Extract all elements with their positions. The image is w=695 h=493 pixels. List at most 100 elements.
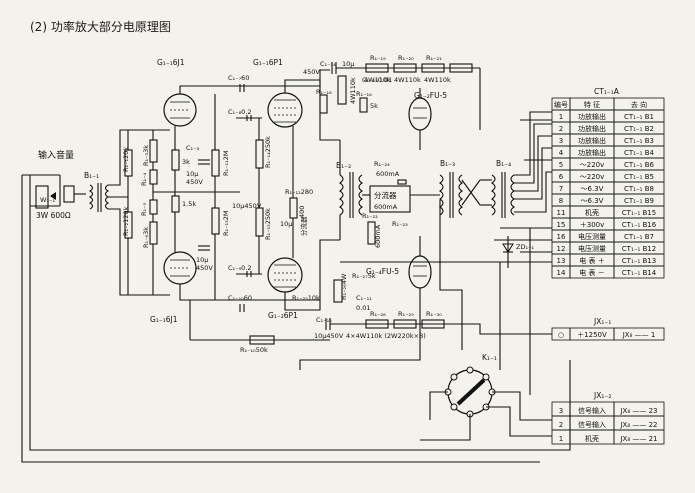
resistor-r1-30 <box>421 319 445 329</box>
table-cell-text: 2 <box>559 421 563 429</box>
input-transformer <box>88 183 110 212</box>
resistor-r1-22-top <box>449 63 473 73</box>
r-10u-label: 10μ <box>280 220 292 228</box>
r-280-label: R₁₋₁₂280 <box>285 188 313 196</box>
wires-to-ct-table <box>340 111 552 263</box>
r17-label: 3k <box>182 158 190 166</box>
r-2m-bottom-label: R₁₋₁₃2M <box>222 210 230 236</box>
table-cell-text: 电压测量 <box>578 244 606 253</box>
c13-label: C₁₋₃ <box>186 144 200 152</box>
table-cell <box>613 265 665 279</box>
table-cell-text: ～220v <box>580 173 605 181</box>
r124-label: R₁₋₂₄ <box>374 160 390 168</box>
r130-label: R₁₋₃₀ <box>426 310 442 318</box>
table-header-text: 特 征 <box>584 100 600 109</box>
table-cell-text: CT₁₋₁ B15 <box>622 209 656 217</box>
c111-value: 0.01 <box>356 304 370 312</box>
wire-plate-top <box>284 79 340 141</box>
r119-label: R₁₋₁₉ <box>370 54 386 62</box>
table-cell-text: CT₁₋₁ B8 <box>624 185 654 193</box>
wire-to-switch-b <box>439 200 463 350</box>
resistor-r1-21 <box>421 63 445 73</box>
r-4w-label: R₁₋₂₆4W <box>340 273 348 300</box>
resistor-r1-3 <box>149 139 158 163</box>
c115-label: C₁₋₁₅0.01 <box>362 76 392 84</box>
table-cell-text: 3 <box>559 407 563 415</box>
resistor-r1-16 <box>359 97 368 113</box>
r118-label: R₁₋₁₈ <box>316 88 332 96</box>
c-10u450-label: 10μ450V <box>232 202 262 210</box>
table-cell-text: CT₁₋₁ B7 <box>624 233 654 241</box>
table-cell-text: CT₁₋₁ B2 <box>624 125 654 133</box>
tube-g14-label: G₁₋₂6P1 <box>268 311 298 320</box>
r150k-label: R₁₋₁₀50k <box>240 346 268 354</box>
tube-6p1-top <box>267 92 303 128</box>
r123-label: R₁₋₂₃ <box>392 220 408 228</box>
c-bottom-voltage: 450V <box>196 264 213 272</box>
table-cell-text: 7 <box>559 185 563 193</box>
r116-label: R₁₋₁₆ <box>356 90 372 98</box>
bottom-chain-label: 4×4W110k (2W220k×8) <box>346 332 426 340</box>
r116-value: 5k <box>370 102 378 110</box>
table-cell-text: CT₁₋₁ B3 <box>624 137 654 145</box>
r-4w110k-3: 4W110k <box>424 76 451 84</box>
resistor-r1-28 <box>365 319 389 329</box>
table-cell-text: CT₁₋₁ B5 <box>624 173 654 181</box>
tube-g13-label: G₁₋₁6P1 <box>253 58 283 67</box>
table-cell-text: JX₈ —— 22 <box>619 421 657 429</box>
resistor-r1-22 <box>367 221 376 245</box>
resistor-r1-29 <box>393 319 417 329</box>
resistor-r1-19 <box>365 63 389 73</box>
r128-label: R₁₋₂₈ <box>370 310 386 318</box>
b12-label: B₁₋₂ <box>336 161 351 170</box>
resistor-4w <box>333 279 343 303</box>
table-cell-text: CT₁₋₁ B9 <box>624 197 654 205</box>
table-cell-text: 1 <box>559 435 563 443</box>
table-cell <box>613 327 665 341</box>
jx11-connector-table: ○ ＋1250V JX₈ —— 1 <box>551 327 665 341</box>
table-cell-text: CT₁₋₁ B13 <box>622 257 656 265</box>
r-600ma-label: 600mA <box>376 170 400 178</box>
input-resistor <box>63 185 75 203</box>
resistor-250k-top <box>255 139 264 169</box>
table-cell-text: JX₈ —— 1 <box>622 331 656 339</box>
table-cell-text: CT₁₋₁ B6 <box>624 161 654 169</box>
tube-6j1-bottom <box>163 251 197 285</box>
c111-label: C₁₋₁₁ <box>356 294 372 302</box>
r-4w110k-top: 4W110k <box>349 77 357 104</box>
jx12-label: JX₁₋₂ <box>593 391 611 400</box>
r-600ma3-label: 600mA <box>374 224 382 248</box>
resistor-250k-bottom <box>255 207 264 237</box>
divider-label-1: 分流器 <box>299 216 308 236</box>
table-cell-text: 11 <box>557 209 566 217</box>
table-cell-text: ○ <box>558 331 564 339</box>
table-cell-text: CT₁₋₁ B4 <box>624 149 654 157</box>
tube-g12-label: G₁₋₁6J1 <box>150 315 178 324</box>
r120-label: R₁₋₂₀ <box>398 54 414 62</box>
resistor-r1-5 <box>149 199 158 215</box>
resistor-2m-top <box>211 149 220 177</box>
wire-b11-bot <box>108 208 170 296</box>
tube-g11-label: G₁₋₁6J1 <box>157 58 185 67</box>
rotary-switch-k11 <box>444 366 496 418</box>
table-cell-text: CT₁₋₁ B12 <box>622 245 656 253</box>
table-cell-text: 12 <box>557 245 566 253</box>
wire-top-rail <box>179 69 330 94</box>
resistor-r1-18 <box>319 94 328 114</box>
tube-fu5-top <box>408 97 432 131</box>
r-400-label: 400 <box>298 206 306 218</box>
table-cell-text: 1 <box>559 113 563 121</box>
table-cell-text: 机壳 <box>585 434 599 443</box>
table-cell-text: CT₁₋₁ B16 <box>622 221 657 229</box>
c-0-2a-label: C₁₋₈0.2 <box>228 108 252 116</box>
input-label: 输入音量 <box>38 149 74 161</box>
wire-to-jx11 <box>470 323 552 335</box>
table-cell-text: 机壳 <box>585 208 599 217</box>
table-cell-text: ＋1250V <box>577 331 607 339</box>
pot-arrow-icon <box>50 192 56 200</box>
wire-plate-bottom <box>284 239 340 311</box>
c-60a-label: C₁₋₇60 <box>228 74 249 82</box>
r16-label: R₁₋₆3k <box>142 227 150 248</box>
